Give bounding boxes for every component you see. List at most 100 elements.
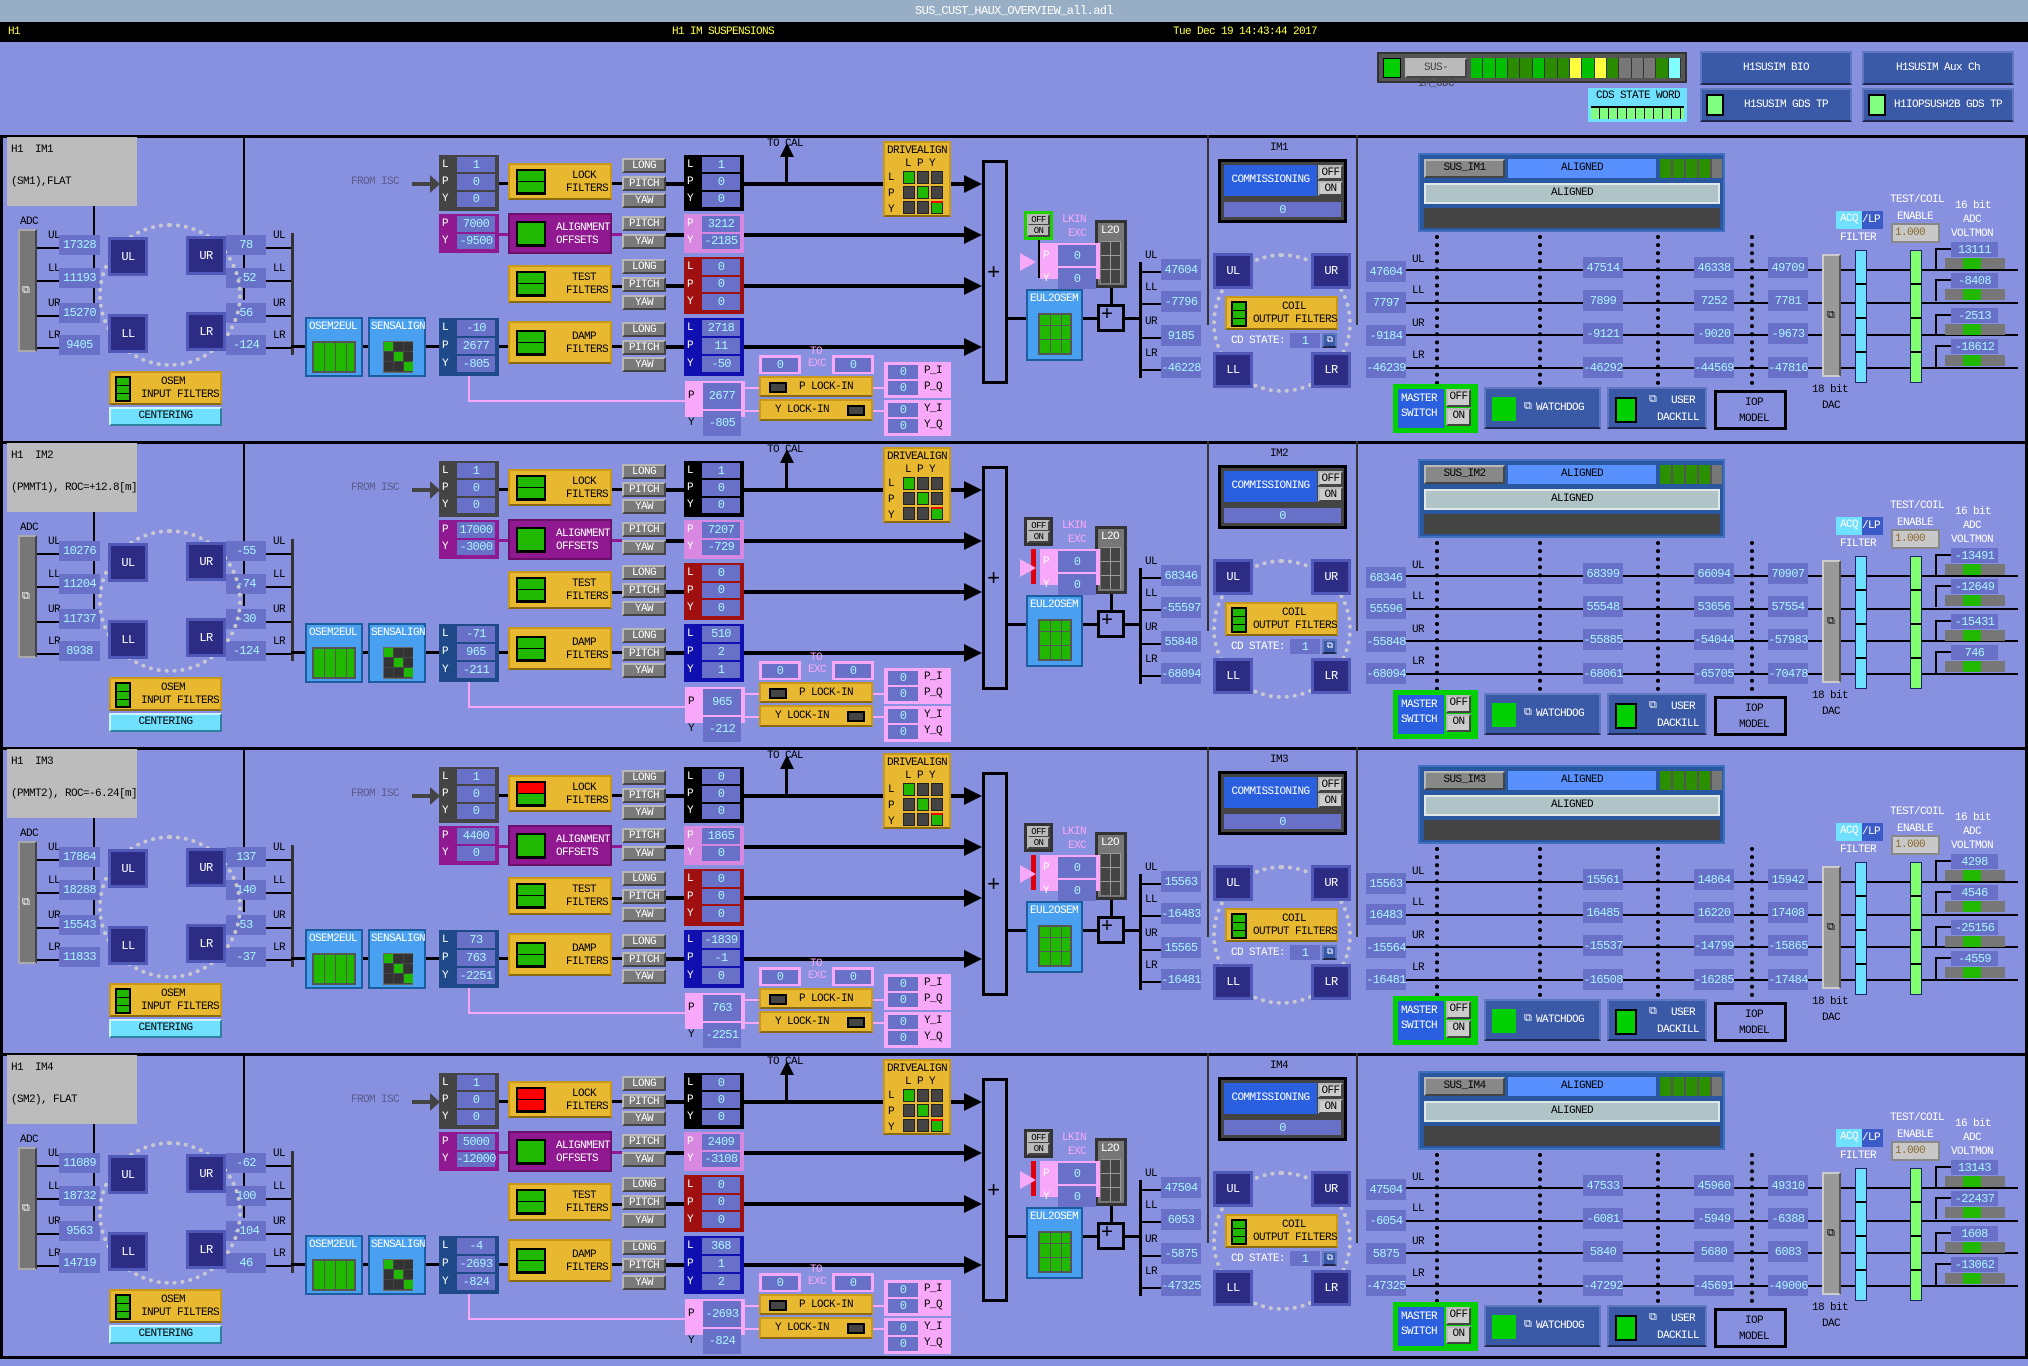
commissioning-off-button[interactable]: OFF: [1318, 471, 1343, 486]
acq-lp-toggle[interactable]: ACQ/LP: [1836, 211, 1883, 229]
guardian-request-menu[interactable]: ALIGNED: [1424, 1101, 1720, 1122]
coil-ul-button[interactable]: UL: [1213, 865, 1253, 901]
damp-long-button[interactable]: LONG: [622, 934, 666, 949]
osem-ll-button[interactable]: LL: [108, 1232, 148, 1271]
lock-yaw-button[interactable]: YAW: [622, 1111, 666, 1126]
sensalign-button[interactable]: SENSALIGN: [368, 1235, 426, 1295]
commissioning-on-button[interactable]: ON: [1318, 181, 1343, 196]
p-lockin-button[interactable]: P LOCK-IN: [759, 988, 873, 1009]
coil-ll-button[interactable]: LL: [1213, 658, 1253, 694]
l2o-button[interactable]: L2O: [1095, 220, 1127, 288]
damp-long-button[interactable]: LONG: [622, 628, 666, 643]
osem-ur-button[interactable]: UR: [186, 848, 226, 887]
commissioning-off-button[interactable]: OFF: [1318, 777, 1343, 792]
coil-lr-button[interactable]: LR: [1311, 1270, 1351, 1306]
lkin-on-button[interactable]: ON: [1027, 1143, 1050, 1155]
commissioning-off-button[interactable]: OFF: [1318, 1083, 1343, 1098]
eul2osem-button[interactable]: EUL2OSEM: [1026, 901, 1083, 973]
damp-yaw-button[interactable]: YAW: [622, 1275, 666, 1290]
y-lockin-button[interactable]: Y LOCK-IN: [759, 1317, 873, 1339]
coil-ur-button[interactable]: UR: [1311, 559, 1351, 595]
iop-gds-tp-button[interactable]: H1IOPSUSH2B GDS TP: [1862, 88, 2014, 122]
lock-long-button[interactable]: LONG: [622, 1076, 666, 1091]
master-off-button[interactable]: OFF: [1446, 1001, 1471, 1019]
acq-lp-toggle[interactable]: ACQ/LP: [1836, 823, 1883, 841]
cd-state-menu-button[interactable]: ⧉: [1322, 1251, 1337, 1266]
damp-pitch-button[interactable]: PITCH: [622, 340, 666, 355]
osem-ul-button[interactable]: UL: [108, 1155, 148, 1194]
lock-pitch-button[interactable]: PITCH: [622, 788, 666, 803]
osem-ll-button[interactable]: LL: [108, 620, 148, 659]
test-long-button[interactable]: LONG: [622, 1177, 666, 1192]
osem-ll-button[interactable]: LL: [108, 314, 148, 353]
cd-state-menu-button[interactable]: ⧉: [1322, 945, 1337, 960]
align-yaw-button[interactable]: YAW: [622, 234, 666, 249]
p-lockin-button[interactable]: P LOCK-IN: [759, 376, 873, 397]
y-lockin-button[interactable]: Y LOCK-IN: [759, 705, 873, 727]
osem-lr-button[interactable]: LR: [186, 924, 226, 963]
test-coil-enable-input[interactable]: 1.000: [1891, 1141, 1940, 1161]
osem-lr-button[interactable]: LR: [186, 1230, 226, 1269]
align-pitch-button[interactable]: PITCH: [622, 522, 666, 537]
damp-long-button[interactable]: LONG: [622, 1240, 666, 1255]
test-yaw-button[interactable]: YAW: [622, 295, 666, 310]
centering-button[interactable]: CENTERING: [109, 1325, 222, 1344]
test-pitch-button[interactable]: PITCH: [622, 889, 666, 904]
lock-long-button[interactable]: LONG: [622, 770, 666, 785]
master-off-button[interactable]: OFF: [1446, 695, 1471, 713]
dac-button[interactable]: ⧉: [1822, 866, 1841, 989]
sensalign-button[interactable]: SENSALIGN: [368, 317, 426, 377]
test-yaw-button[interactable]: YAW: [622, 907, 666, 922]
coil-ur-button[interactable]: UR: [1311, 865, 1351, 901]
lock-long-button[interactable]: LONG: [622, 464, 666, 479]
osem2eul-button[interactable]: OSEM2EUL: [305, 317, 363, 377]
lkin-on-button[interactable]: ON: [1027, 225, 1050, 237]
adc-bar[interactable]: ⧉: [18, 535, 37, 658]
guardian-node-button[interactable]: SUS_IM3: [1424, 771, 1505, 790]
guardian-request-menu[interactable]: ALIGNED: [1424, 183, 1720, 204]
lock-long-button[interactable]: LONG: [622, 158, 666, 173]
centering-button[interactable]: CENTERING: [109, 1019, 222, 1038]
osem-ul-button[interactable]: UL: [108, 849, 148, 888]
master-off-button[interactable]: OFF: [1446, 1307, 1471, 1325]
cd-state-menu-button[interactable]: ⧉: [1322, 333, 1337, 348]
guardian-node-button[interactable]: SUS_IM4: [1424, 1077, 1505, 1096]
y-lockin-button[interactable]: Y LOCK-IN: [759, 1011, 873, 1033]
guardian-request-menu[interactable]: ALIGNED: [1424, 489, 1720, 510]
watchdog-button[interactable]: ⧉WATCHDOG: [1484, 999, 1601, 1041]
cd-state-menu-button[interactable]: ⧉: [1322, 639, 1337, 654]
test-pitch-button[interactable]: PITCH: [622, 583, 666, 598]
lock-yaw-button[interactable]: YAW: [622, 193, 666, 208]
aux-channels-button[interactable]: H1SUSIM Aux Ch: [1862, 51, 2014, 85]
osem-ul-button[interactable]: UL: [108, 237, 148, 276]
commissioning-on-button[interactable]: ON: [1318, 487, 1343, 502]
commissioning-on-button[interactable]: ON: [1318, 793, 1343, 808]
sensalign-button[interactable]: SENSALIGN: [368, 929, 426, 989]
damp-long-button[interactable]: LONG: [622, 322, 666, 337]
eul2osem-button[interactable]: EUL2OSEM: [1026, 1207, 1083, 1279]
osem2eul-button[interactable]: OSEM2EUL: [305, 1235, 363, 1295]
